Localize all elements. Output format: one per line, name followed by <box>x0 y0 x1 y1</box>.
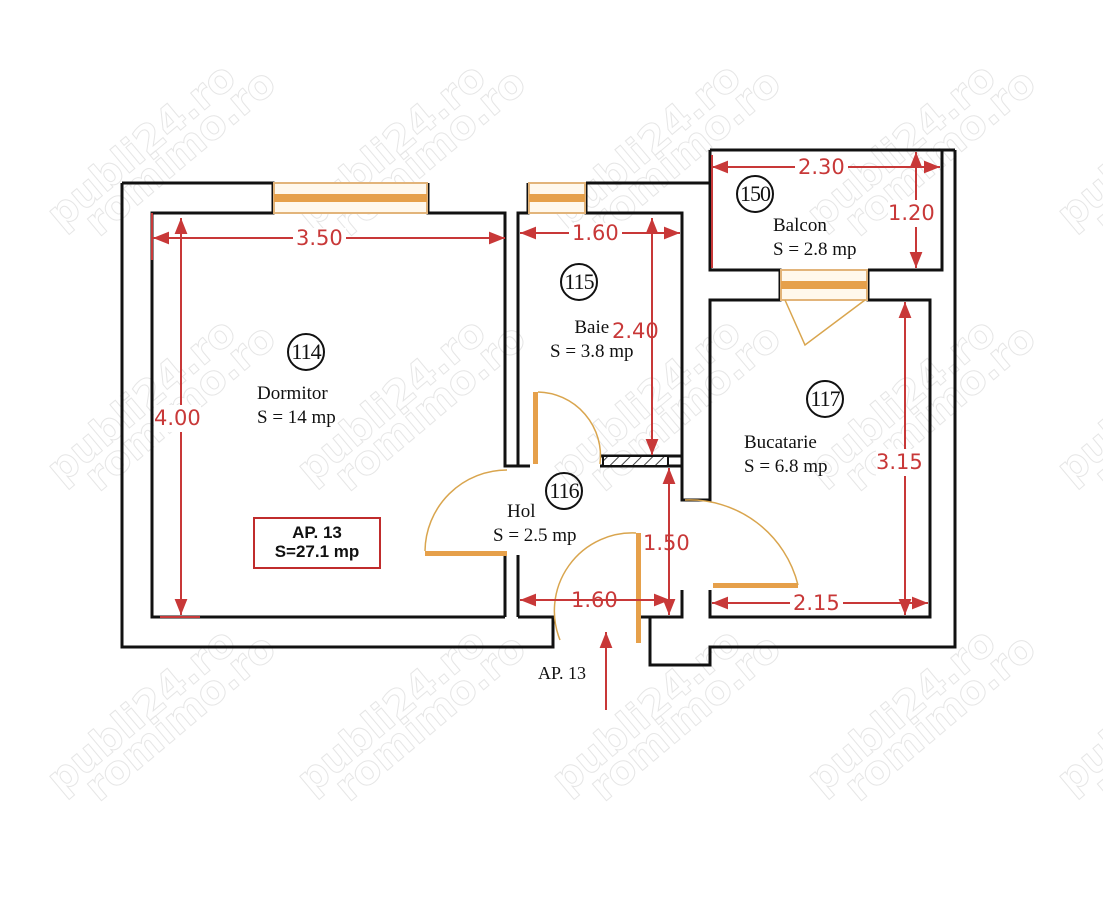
dimension-hol-height: 1.50 <box>643 531 690 555</box>
room-number-116: 116 <box>545 472 583 510</box>
door-bucatarie <box>684 499 799 588</box>
dimension-balcon-height: 1.20 <box>888 200 935 227</box>
apartment-summary-box: AP. 13 S=27.1 mp <box>253 517 381 569</box>
entry-label: AP. 13 <box>538 663 587 683</box>
room-area: S = 2.5 mp <box>493 524 577 546</box>
door-entry <box>553 532 641 643</box>
dimension-bucatarie-width: 2.15 <box>790 593 843 614</box>
room-number-150: 150 <box>736 175 774 213</box>
door-dormitor <box>424 469 508 556</box>
room-name: Baie <box>574 317 610 338</box>
balcony-door-window <box>780 269 868 347</box>
apartment-total-area: S=27.1 mp <box>274 542 360 561</box>
hatched-partition <box>602 455 669 467</box>
room-area: S = 2.8 mp <box>773 238 857 260</box>
room-area: S = 3.8 mp <box>550 340 634 362</box>
room-number-114: 114 <box>287 333 325 371</box>
room-name: Balcon <box>773 215 827 236</box>
room-hol: Hol S = 2.5 mp <box>493 500 577 548</box>
door-baie <box>533 391 602 465</box>
room-name: Dormitor <box>257 383 328 404</box>
dimension-dormitor-height: 4.00 <box>154 405 201 432</box>
room-bucatarie: Bucatarie S = 6.8 mp <box>744 431 828 479</box>
room-dormitor: Dormitor S = 14 mp <box>257 382 336 430</box>
dimension-bucatarie-height: 3.15 <box>876 449 923 476</box>
window <box>273 182 428 214</box>
room-number-115: 115 <box>560 263 598 301</box>
dimension-baie-height: 2.40 <box>612 319 659 343</box>
room-area: S = 6.8 mp <box>744 455 828 477</box>
room-baie: Baie S = 3.8 mp <box>550 316 634 364</box>
apartment-name: AP. 13 <box>292 523 342 542</box>
dimension-baie-width: 1.60 <box>569 223 622 244</box>
room-name: Bucatarie <box>744 432 817 453</box>
dimension-dormitor-width: 3.50 <box>293 228 346 249</box>
room-number-117: 117 <box>806 380 844 418</box>
room-balcon: Balcon S = 2.8 mp <box>773 214 857 262</box>
dimension-balcon-width: 2.30 <box>795 157 848 178</box>
window <box>528 182 586 214</box>
room-name: Hol <box>507 501 536 522</box>
dimension-hol-width: 1.60 <box>571 588 618 612</box>
room-area: S = 14 mp <box>257 406 336 428</box>
